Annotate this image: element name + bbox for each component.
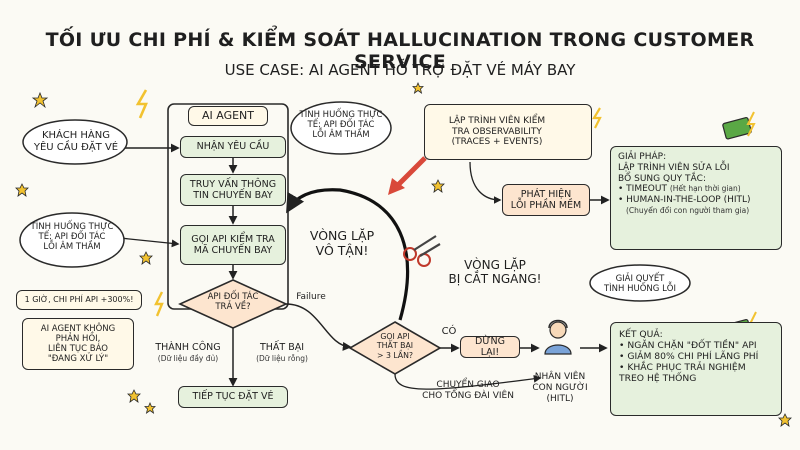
solution-line1: LẬP TRÌNH VIÊN SỬA LỖI [618,162,730,173]
result-heading: KẾT QUẢ: [619,329,663,340]
bolt-icon-1 [135,89,148,119]
arrow-note-left [119,237,180,248]
human-label: NHÂN VIÊN CON NGƯỜI (HITL) [532,372,588,404]
ai-agent-container [167,103,289,310]
customer-cloud: KHÁCH HÀNG YÊU CẦU ĐẶT VÉ [33,130,119,153]
detect-box: PHÁT HIỆN LỖI PHẦN MỀM [502,184,590,216]
loop-label: VÒNG LẶP VÔ TẬN! [309,228,375,258]
solution-bullet-hitl: • HUMAN-IN-THE-LOOP (HITL) [618,195,751,206]
human-agent-icon [544,319,572,355]
solution-line2: BỔ SUNG QUY TẮC: [618,173,706,184]
ai-agent-header: AI AGENT [188,106,268,126]
star-icon-1 [31,91,49,109]
star-icon-7 [412,81,424,94]
dev-box: LẬP TRÌNH VIÊN KIỂM TRA OBSERVABILITY (T… [424,104,592,160]
loop-arc [286,188,409,321]
cost-badge: 1 GIỜ, CHI PHÍ API +300%! [16,290,142,310]
result-item-3: • KHẮC PHỤC TRẢI NGHIỆM TREO HỆ THỐNG [619,362,746,385]
note-top: TÌNH HUỐNG THỰC TẾ: API ĐỐI TÁC LỖI ÂM T… [299,110,383,141]
page-title: TỐI ƯU CHI PHÍ & KIỂM SOÁT HALLUCINATION… [45,29,755,73]
fail-note: (Dữ liệu rỗng) [256,354,308,363]
handover-label: CHUYỂN GIAO CHO TỔNG ĐÀI VIÊN [422,380,514,401]
no-response-box: AI AGENT KHÔNG PHẢN HỒI, LIÊN TỤC BÁO "Đ… [22,318,134,370]
red-warning-arrowhead [388,178,405,195]
step-receive: NHẬN YÊU CẦU [180,136,286,158]
decision-diamond [178,279,288,329]
fail-label: THẤT BẠI [259,342,305,353]
cut-label: VÒNG LẶP BỊ CẮT NGANG! [448,258,542,287]
resolve-bubble-shape [589,264,691,302]
note-left: TÌNH HUỐNG THỰC TẾ: API ĐỐI TÁC LỖI ÂM T… [30,222,114,253]
solution-bullet-hitl-note: (Chuyển đổi con người tham gia) [626,205,750,215]
step-api-call: GỌI API KIỂM TRA MÃ CHUYẾN BAY [180,225,286,265]
success-label: THÀNH CÔNG [155,342,221,353]
arrow-decision-failcheck [285,303,352,351]
failure-tag: Failure [296,292,326,302]
arrow-dev-detect [469,161,502,204]
star-icon-4 [127,389,141,403]
star-icon-3 [139,251,153,265]
bolt-icon-2 [154,291,164,317]
step-query: TRUY VẤN THÔNG TIN CHUYẾN BAY [180,174,286,206]
solution-bullet-timeout-note: (Hết hạn thời gian) [669,184,741,194]
solution-panel: GIẢI PHÁP: LẬP TRÌNH VIÊN SỬA LỖI BỔ SUN… [610,146,782,250]
resolve-bubble: GIẢI QUYẾT TÌNH HUỐNG LỖI [603,274,677,295]
note-left-cloud-shape [19,212,125,268]
customer-cloud-shape [22,119,128,165]
star-icon-2 [15,183,29,197]
star-icon-6 [431,179,445,193]
solution-bullet-timeout: • TIMEOUT [618,184,667,195]
arrow-handover [394,373,542,390]
result-item-2: • GIẢM 80% CHI PHÍ LÃNG PHÍ [619,351,759,363]
result-panel: KẾT QUẢ: • NGĂN CHẶN "ĐỐT TIỀN" API • GI… [610,322,782,416]
scissors-icon [403,235,441,267]
star-icon-5 [144,401,156,414]
red-warning-arrow [396,156,427,187]
failcheck-label: GỌI API THẤT BẠI > 3 LẦN? [376,332,414,360]
note-top-cloud-shape [290,101,392,155]
page-subtitle: USE CASE: AI AGENT HỖ TRỢ ĐẶT VÉ MÁY BAY [224,61,576,79]
decision-label: API ĐỐI TÁC TRẢ VỀ? [207,292,259,313]
bolt-icon-3 [592,107,602,129]
success-note: (Dữ liệu đầy đủ) [157,354,219,363]
money-icon-top [722,111,756,140]
step-continue: TIẾP TỤC ĐẶT VÉ [178,386,288,408]
solution-heading: GIẢI PHÁP: [618,152,667,162]
star-icon-8 [778,413,792,427]
stop-box: DỪNG LẠI! [460,336,520,358]
result-item-1: • NGĂN CHẶN "ĐỐT TIỀN" API [619,340,757,352]
yes-label: CÓ [441,326,457,337]
